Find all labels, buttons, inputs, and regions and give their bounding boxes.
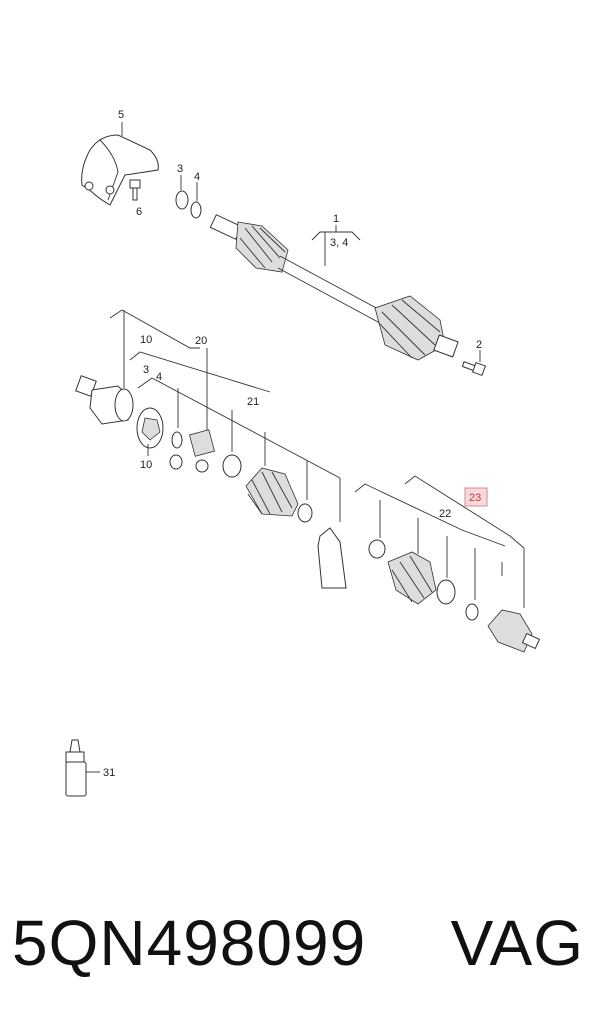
bolt-part [129, 179, 141, 201]
callout-label-10-lower: 10 [140, 459, 152, 471]
circlip-part [175, 190, 189, 210]
callout-label-21: 21 [247, 396, 259, 408]
callout-label-5: 5 [118, 109, 124, 121]
callout-label-6: 6 [136, 206, 142, 218]
small-clamp-part [297, 503, 313, 523]
callout-highlight-box [464, 487, 488, 507]
callout-label-1: 1 [333, 213, 339, 225]
callout-label-3-upper: 3 [177, 163, 183, 175]
heat-shield-part [81, 134, 159, 206]
circlip-lower-part [171, 431, 183, 449]
callout-label-23: 23 [469, 492, 481, 504]
grease-tube-part [317, 527, 347, 589]
callout-label-4-upper: 4 [194, 171, 200, 183]
callout-label-1-sub: 3, 4 [330, 237, 348, 249]
drive-shaft-part [209, 214, 459, 361]
outer-clamp-large-part [436, 579, 456, 605]
adhesive-bottle-part [65, 739, 87, 797]
inner-joint-housing-part [75, 375, 134, 425]
hub-bolt-part [461, 361, 487, 377]
callout-label-3-lower: 3 [143, 364, 149, 376]
callout-label-2: 2 [476, 339, 482, 351]
callout-label-31: 31 [103, 767, 115, 779]
part-number: 5QN498099 [12, 907, 367, 979]
callout-label-20: 20 [195, 335, 207, 347]
inner-boot-part [245, 467, 299, 517]
outer-boot-part [387, 551, 437, 605]
callout-label-4-lower: 4 [156, 371, 162, 383]
footer: 5QN498099 VAG [0, 888, 600, 998]
callout-label-22: 22 [439, 508, 451, 520]
exploded-parts-diagram: 1 3, 4 2 3 4 5 6 10 20 3 4 21 10 23 22 3… [65, 109, 541, 797]
outer-clamp-small-part [368, 539, 386, 559]
outer-joint-part [487, 609, 541, 653]
callout-label-10-upper: 10 [140, 334, 152, 346]
outer-ring-part [465, 603, 479, 621]
retaining-ring-part [190, 201, 202, 219]
clamp-part [222, 454, 242, 478]
tripod-ring-part [136, 407, 164, 449]
brand-label: VAG [450, 907, 584, 979]
callout-labels: 1 3, 4 2 3 4 5 6 10 20 3 4 21 10 23 22 3… [103, 109, 488, 779]
tripod-spider-part [169, 429, 215, 473]
